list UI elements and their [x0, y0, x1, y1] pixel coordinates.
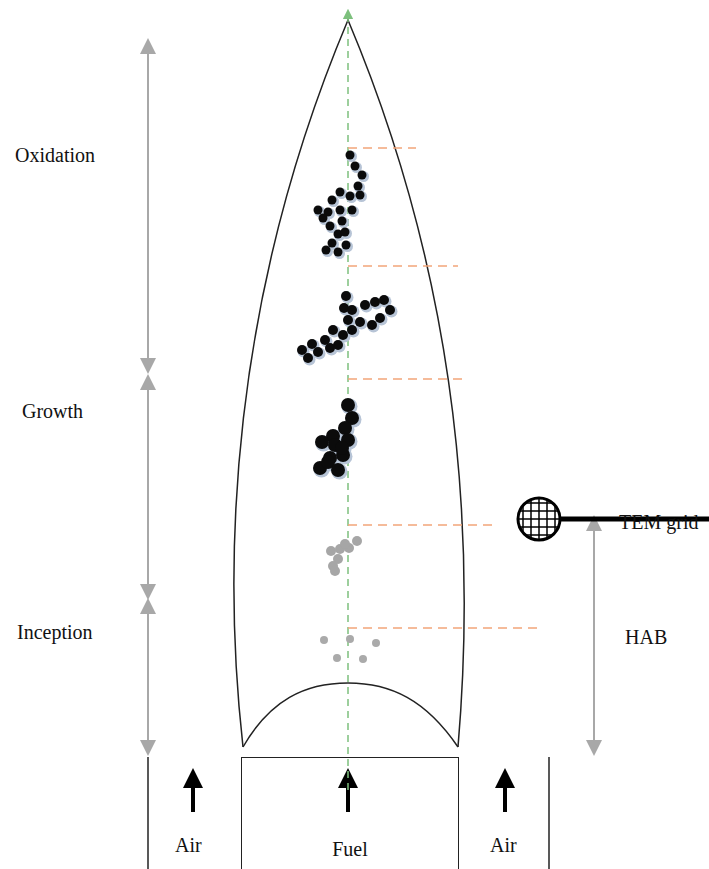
fuel-tube: Fuel: [241, 757, 459, 869]
stage-span-arrow: [147, 606, 149, 748]
flow-label: Air: [175, 834, 202, 856]
sampling-height-lines: [348, 148, 538, 628]
air-flow-arrow: [503, 778, 507, 812]
stage-label: Growth: [22, 400, 83, 422]
flame-base-dome: [243, 683, 458, 747]
stage-label: Oxidation: [15, 144, 95, 166]
stage-span-arrow: [147, 46, 149, 366]
soot-particles: [297, 151, 398, 664]
stage-label: Inception: [17, 621, 93, 643]
stage-span-arrow: [147, 382, 149, 592]
air-duct-wall: [548, 757, 550, 869]
air-duct-wall: [147, 757, 149, 869]
probe-label: TEM grid: [619, 511, 698, 533]
flow-label: Air: [490, 834, 517, 856]
node-label: Fuel: [242, 838, 458, 860]
hab-span-arrow: [593, 523, 595, 748]
flame-outline: [234, 20, 464, 747]
air-flow-arrow: [191, 778, 195, 812]
dimension-label: HAB: [625, 626, 667, 648]
tem-grid-symbol: [515, 495, 563, 543]
